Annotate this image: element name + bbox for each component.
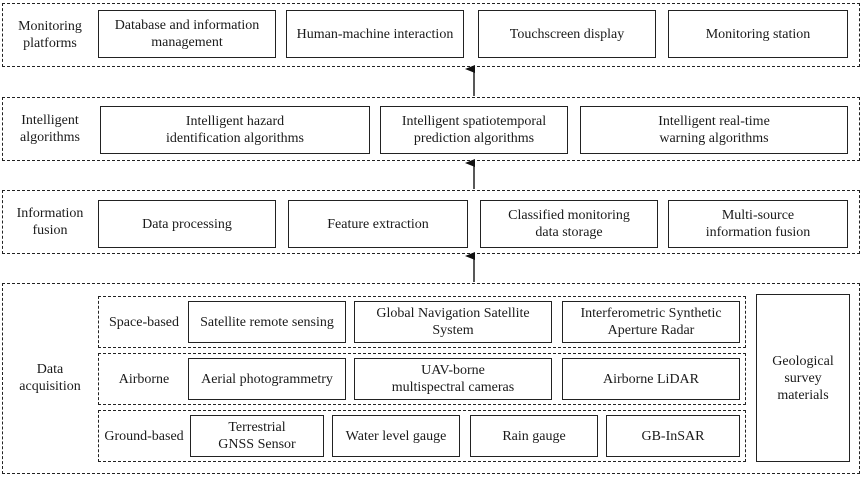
classified-storage-box: Classified monitoring data storage: [480, 200, 658, 248]
monitoring-platforms-layer: [2, 3, 860, 67]
airborne-group: [98, 353, 746, 405]
hazard-identification-box: Intelligent hazard identification algori…: [100, 106, 370, 154]
ground-based-label: Ground-based: [104, 428, 184, 444]
insar-box: Interferometric Synthetic Aperture Radar: [562, 301, 740, 343]
monitoring-platforms-label: Monitoring platforms: [18, 19, 82, 51]
gb-insar-box: GB-InSAR: [606, 415, 740, 457]
uav-cameras-box: UAV-borne multispectral cameras: [354, 358, 552, 400]
gnss-box: Global Navigation Satellite System: [354, 301, 552, 343]
spatiotemporal-prediction-box: Intelligent spatiotemporal prediction al…: [380, 106, 568, 154]
satellite-remote-sensing-box: Satellite remote sensing: [188, 301, 346, 343]
data-acquisition-label: Data acquisition: [19, 362, 81, 394]
human-machine-interaction-box: Human-machine interaction: [286, 10, 464, 58]
aerial-photogrammetry-box: Aerial photogrammetry: [188, 358, 346, 400]
intelligent-algorithms-layer: [2, 97, 860, 161]
rain-gauge-box: Rain gauge: [470, 415, 598, 457]
multi-source-fusion-box: Multi-source information fusion: [668, 200, 848, 248]
space-based-label: Space-based: [109, 314, 179, 330]
realtime-warning-box: Intelligent real-time warning algorithms: [580, 106, 848, 154]
data-acquisition-layer: [2, 283, 860, 474]
information-fusion-label: Information fusion: [16, 206, 84, 238]
feature-extraction-box: Feature extraction: [288, 200, 468, 248]
intelligent-algorithms-label: Intelligent algorithms: [20, 113, 80, 145]
information-fusion-layer: [2, 190, 860, 254]
water-level-gauge-box: Water level gauge: [332, 415, 460, 457]
airborne-lidar-box: Airborne LiDAR: [562, 358, 740, 400]
geological-survey-box: Geological survey materials: [756, 294, 850, 462]
touchscreen-display-box: Touchscreen display: [478, 10, 656, 58]
database-management-box: Database and information management: [98, 10, 276, 58]
ground-based-group: [98, 410, 746, 462]
terrestrial-gnss-box: Terrestrial GNSS Sensor: [190, 415, 324, 457]
airborne-label: Airborne: [118, 371, 170, 387]
space-based-group: [98, 296, 746, 348]
monitoring-station-box: Monitoring station: [668, 10, 848, 58]
data-processing-box: Data processing: [98, 200, 276, 248]
